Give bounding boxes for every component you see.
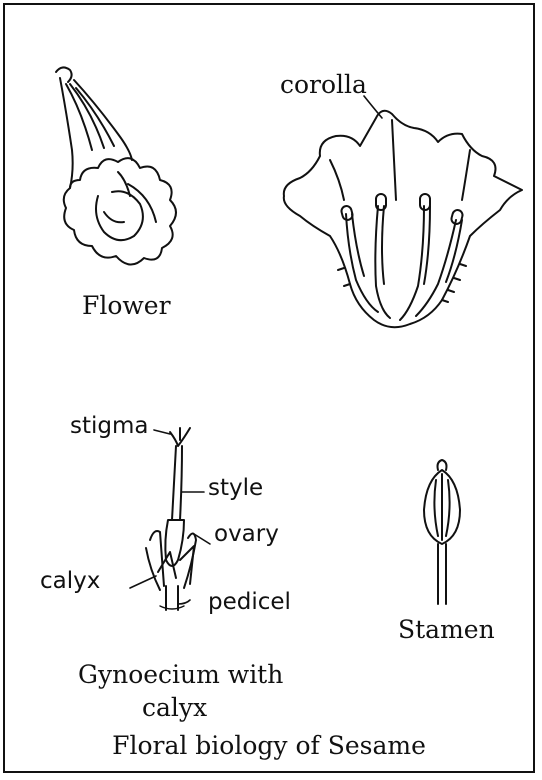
gynoecium-label-line2: calyx xyxy=(142,695,207,720)
calyx-label: calyx xyxy=(40,570,100,593)
pedicel-label: pedicel xyxy=(208,591,291,614)
style-label: style xyxy=(208,477,263,500)
flower-label: Flower xyxy=(82,293,171,318)
figure-caption: Floral biology of Sesame xyxy=(0,731,538,760)
flower-drawing xyxy=(56,67,176,264)
corolla-label: corolla xyxy=(280,72,367,97)
gynoecium-label-line1: Gynoecium with xyxy=(78,662,283,687)
gynoecium-drawing xyxy=(130,428,210,610)
stamen-drawing xyxy=(424,460,460,604)
stamen-label: Stamen xyxy=(398,617,495,642)
stigma-label: stigma xyxy=(70,415,149,438)
corolla-drawing xyxy=(284,96,522,327)
ovary-label: ovary xyxy=(214,523,279,546)
